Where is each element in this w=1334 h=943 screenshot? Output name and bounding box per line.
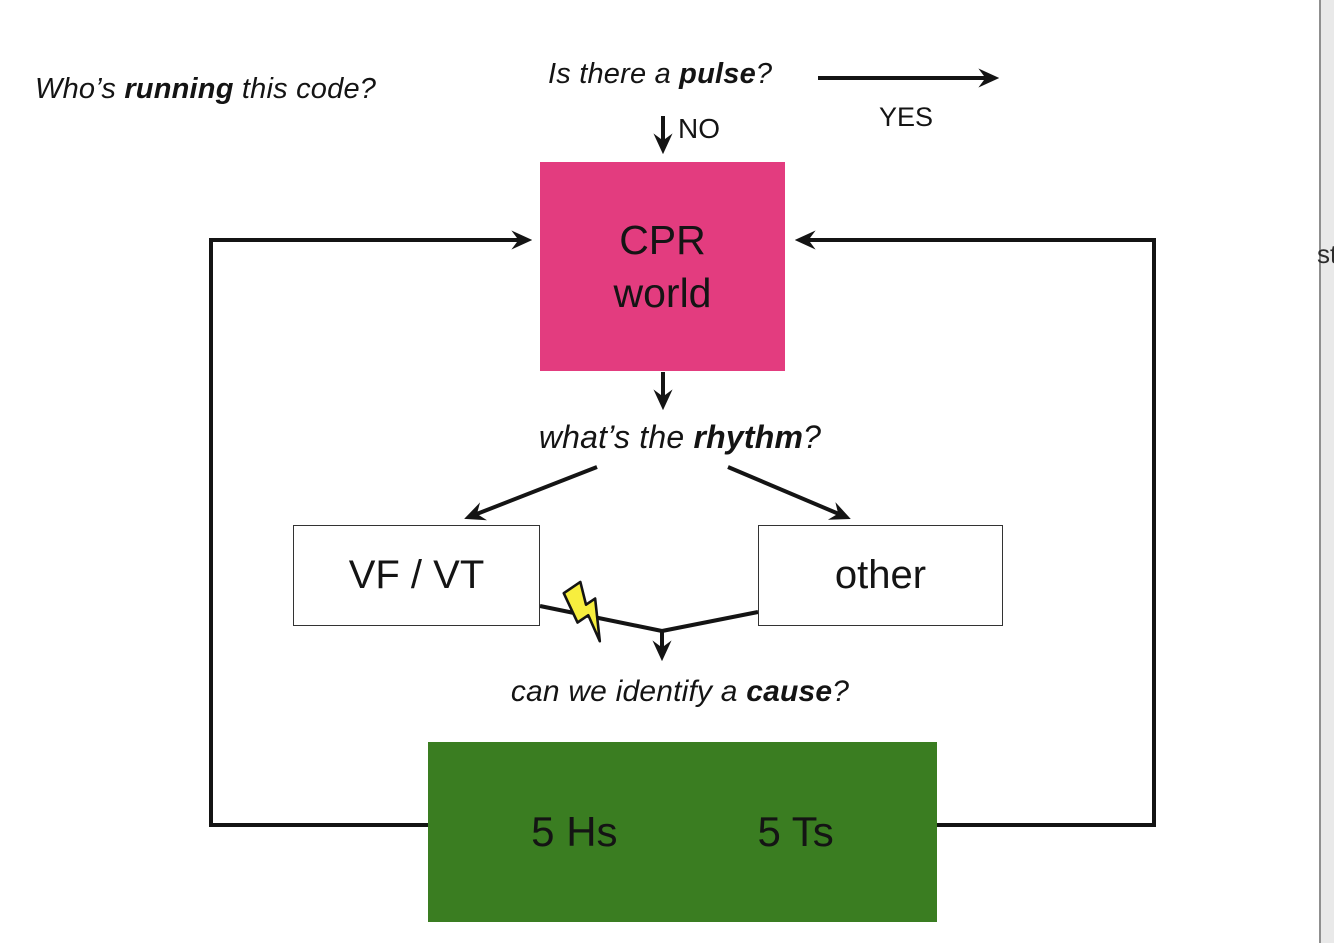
rhythm-to-other-arrow [727,465,851,520]
vf-vt-label: VF / VT [348,553,485,597]
yes-branch-label: YES [879,102,934,132]
who-running-question: Who’s running this code? [35,73,376,106]
pulse-question-bold: pulse [679,58,756,90]
cpr-world-label: CPR world [613,216,712,316]
left-loop-arrow [209,230,533,827]
adjacent-page-text-fragment: st [1317,239,1334,269]
pulse-question-post: ? [755,58,773,90]
vf-vt-node: VF / VT [293,525,540,626]
five-hs-label: 5 Hs [531,808,618,855]
rhythm-to-vfvt-arrow [464,465,598,521]
other-rhythm-node: other [758,525,1003,626]
rhythm-question-bold: rhythm [693,419,804,455]
cause-question-pre: can we identify a [510,675,747,708]
other-to-junction-line [661,610,759,633]
cause-question-bold: cause [746,675,833,708]
rhythm-question-post: ? [803,419,822,455]
pulse-question: Is there a pulse? [548,58,772,91]
rhythm-question: what’s the rhythm? [539,419,821,456]
pulse-question-pre: Is there a [548,58,680,90]
who-question-post: this code? [233,73,377,105]
cpr-world-node: CPR world [540,162,785,371]
five-ts-label: 5 Ts [757,808,834,855]
rhythm-question-pre: what’s the [538,419,694,455]
causes-node: 5 Hs 5 Ts [428,742,937,922]
lightning-bolt-icon [562,580,602,643]
no-branch-label: NO [678,113,720,144]
other-rhythm-label: other [834,553,927,597]
vfvt-to-junction-line [539,604,663,633]
cause-question-post: ? [832,675,850,708]
who-question-bold: running [124,73,234,105]
adjacent-page-edge [1319,0,1334,943]
right-loop-arrow [794,230,1156,827]
cause-question: can we identify a cause? [511,675,849,709]
who-question-pre: Who’s [35,73,125,105]
